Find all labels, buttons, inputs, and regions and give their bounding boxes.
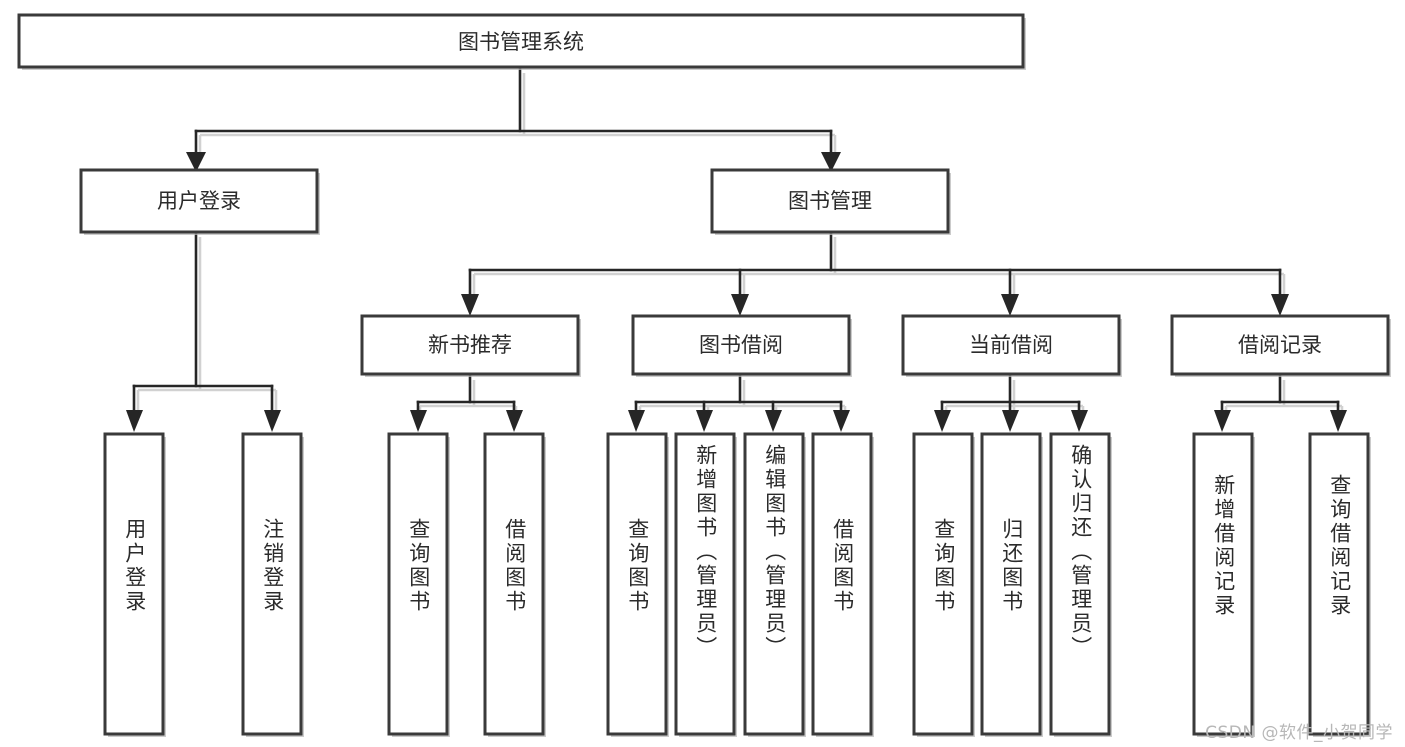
leaf-box-current-borrow-0[interactable] [912,432,975,737]
node-current-borrow[interactable]: 当前借阅 [901,314,1122,377]
connector-group-book-borrow [628,374,850,432]
node-label-level2-1: 图书管理 [788,189,872,213]
node-book-borrow[interactable]: 图书借阅 [631,314,852,377]
node-new-book-recommend[interactable]: 新书推荐 [360,314,581,377]
leaf-box-borrow-record-1[interactable] [1308,432,1371,737]
csdn-watermark: CSDN @软件_小贺同学 [1205,723,1393,743]
leaf-box-book-borrow-1[interactable] [674,432,737,737]
connector-group-borrow-record [1214,374,1347,432]
node-book-management[interactable]: 图书管理 [710,168,951,235]
node-user-login[interactable]: 用户登录 [79,168,320,235]
node-label-level3-1: 图书借阅 [699,333,783,357]
node-book-management-system[interactable]: 图书管理系统 [17,13,1026,70]
node-label-level3-2: 当前借阅 [969,333,1053,357]
node-borrow-record[interactable]: 借阅记录 [1170,314,1391,377]
leaf-box-user-login-0[interactable] [103,432,166,737]
node-label-level2-0: 用户登录 [157,189,241,213]
leaf-box-user-login-1[interactable] [241,432,304,737]
node-label-level3-0: 新书推荐 [428,333,512,357]
node-label-level3-3: 借阅记录 [1238,333,1322,357]
leaf-box-borrow-record-0[interactable] [1192,432,1255,737]
leaf-box-current-borrow-1[interactable] [980,432,1043,737]
leaf-box-book-borrow-0[interactable] [606,432,669,737]
connector-group-current-borrow [934,374,1088,432]
leaf-box-book-borrow-3[interactable] [811,432,874,737]
node-label-root: 图书管理系统 [458,30,584,54]
leaf-box-new-book-1[interactable] [483,432,546,737]
connector-group-root [186,67,841,172]
leaf-box-current-borrow-2[interactable] [1049,432,1112,737]
connector-group-book-management [461,231,1289,316]
connector-group-new-book [410,374,523,432]
connector-group-user-login [126,231,281,432]
leaf-box-new-book-0[interactable] [387,432,450,737]
leaf-box-book-borrow-2[interactable] [743,432,806,737]
